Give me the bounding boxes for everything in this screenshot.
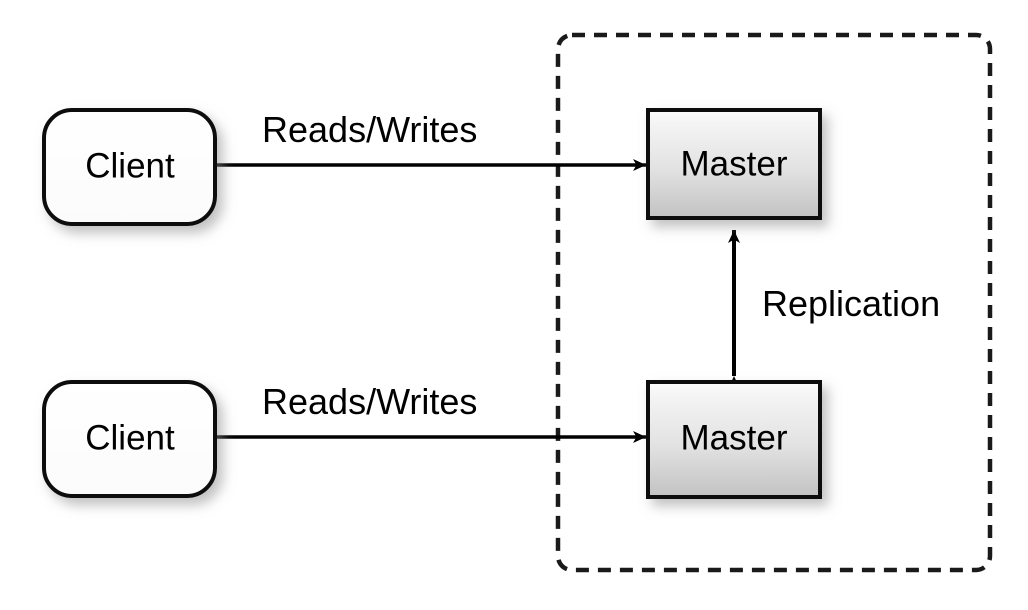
- node-client-top[interactable]: Client: [42, 108, 217, 226]
- client-bottom-label: Client: [85, 418, 175, 457]
- client-box-top[interactable]: [42, 108, 217, 226]
- client-top-label: Client: [85, 146, 175, 185]
- master-top-label: Master: [681, 144, 788, 183]
- master-box-top[interactable]: [646, 108, 822, 220]
- node-master-bottom[interactable]: Master: [646, 380, 822, 499]
- edge-label-reads-writes-bottom: Reads/Writes: [262, 381, 477, 422]
- edge-label-reads-writes-top: Reads/Writes: [262, 109, 477, 150]
- node-client-bottom[interactable]: Client: [42, 380, 217, 498]
- master-bottom-label: Master: [681, 418, 788, 457]
- edge-label-replication: Replication: [762, 283, 940, 324]
- master-box-bottom[interactable]: [646, 380, 822, 499]
- replication-group-boundary: [555, 32, 993, 573]
- node-master-top[interactable]: Master: [646, 108, 822, 220]
- client-box-bottom[interactable]: [42, 380, 217, 498]
